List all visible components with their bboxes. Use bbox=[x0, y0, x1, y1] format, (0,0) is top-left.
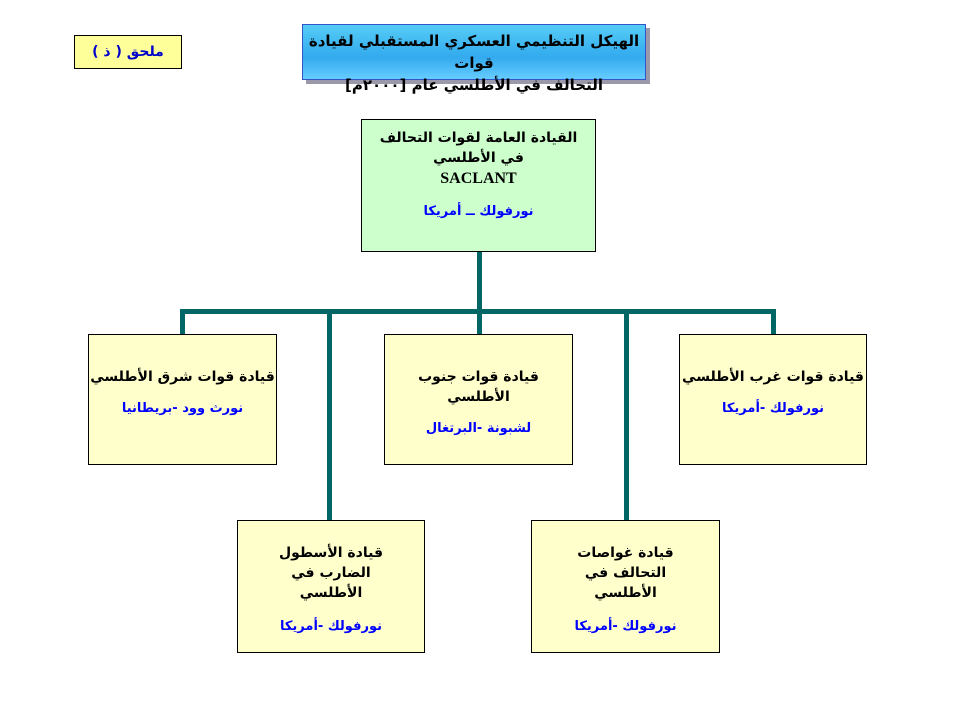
command-box-east: قيادة قوات شرق الأطلسي نورث وود -بريطاني… bbox=[88, 334, 277, 465]
command-name: قيادة الأسطول الضارب في الأطلسي bbox=[278, 545, 383, 601]
command-location: نورفولك -أمريكا bbox=[279, 619, 382, 634]
command-box-west: قيادة قوات غرب الأطلسي نورفولك -أمريكا bbox=[679, 334, 867, 465]
command-name: قيادة قوات جنوب الأطلسي bbox=[418, 369, 539, 405]
chart-title: الهيكل التنظيمي العسكري المستقبلي لقيادة… bbox=[302, 24, 646, 94]
title-line-2: التحالف في الأطلسي عام [٢٠٠٠م] bbox=[345, 76, 603, 94]
command-box-south: قيادة قوات جنوب الأطلسي لشبونة -البرتغال bbox=[384, 334, 573, 465]
command-box-strike-fleet: قيادة الأسطول الضارب في الأطلسي نورفولك … bbox=[237, 520, 425, 653]
top-name-line-2: في الأطلسي bbox=[433, 150, 524, 166]
command-location: نورفولك -أمريكا bbox=[574, 619, 677, 634]
appendix-label: ملحق ( ذ ) bbox=[74, 35, 182, 69]
top-name-line-1: القيادة العامة لقوات التحالف bbox=[379, 130, 578, 146]
top-location: نورفولك ــ أمريكا bbox=[423, 204, 534, 219]
command-location: نورث وود -بريطانيا bbox=[121, 401, 244, 416]
command-box-submarines: قيادة غواصات التحالف في الأطلسي نورفولك … bbox=[531, 520, 720, 653]
connector bbox=[327, 309, 332, 521]
saclant-box: القيادة العامة لقوات التحالف في الأطلسي … bbox=[361, 119, 596, 252]
connector bbox=[477, 251, 482, 313]
connector bbox=[180, 309, 185, 335]
command-location: نورفولك -أمريكا bbox=[721, 401, 824, 416]
command-name: قيادة قوات غرب الأطلسي bbox=[682, 369, 864, 385]
command-location: لشبونة -البرتغال bbox=[425, 421, 532, 436]
title-line-1: الهيكل التنظيمي العسكري المستقبلي لقيادة… bbox=[308, 32, 640, 72]
connector bbox=[771, 309, 776, 335]
connector bbox=[624, 309, 629, 521]
top-acronym: SACLANT bbox=[440, 170, 517, 187]
connector bbox=[477, 309, 482, 335]
command-name: قيادة غواصات التحالف في الأطلسي bbox=[577, 545, 674, 601]
command-name: قيادة قوات شرق الأطلسي bbox=[90, 369, 275, 385]
